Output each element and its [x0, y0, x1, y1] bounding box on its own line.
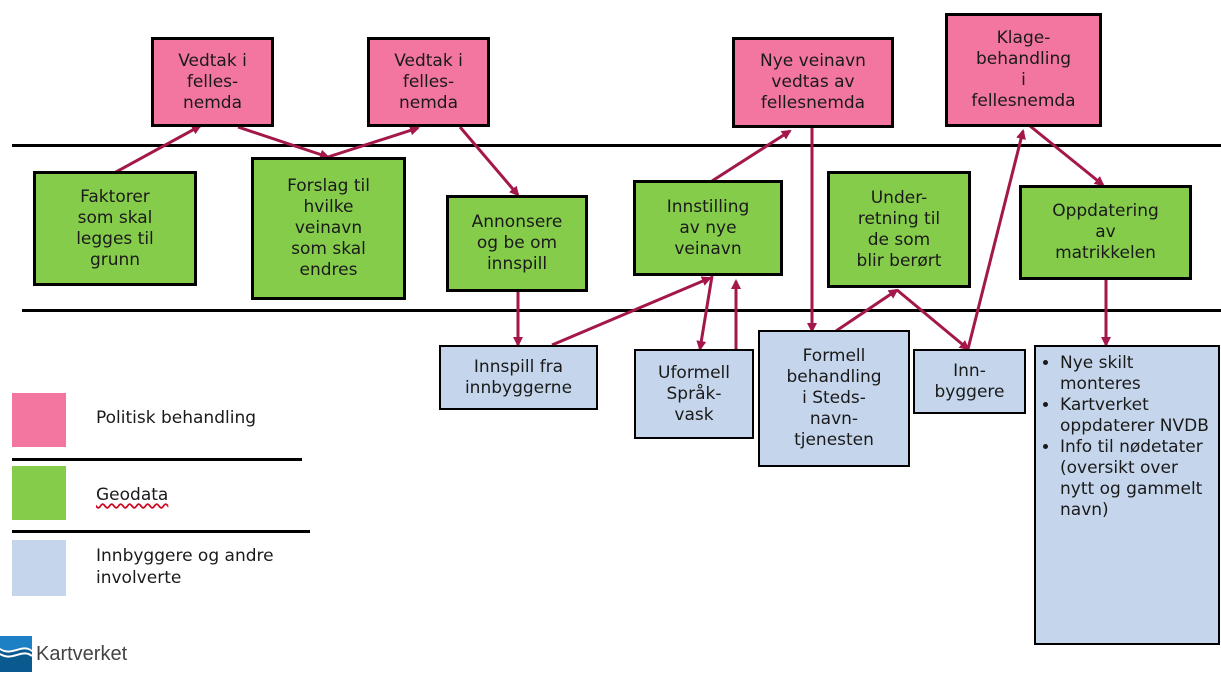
node-uformell-spraakvask: Uformell Språk- vask — [634, 349, 754, 439]
kartverket-logo-icon — [0, 636, 32, 672]
legend-separator-1 — [12, 458, 302, 461]
arrow-innstilling-nyeveinavn — [711, 129, 792, 183]
node-vedtak-1: Vedtak i felles- nemda — [151, 37, 274, 127]
legend-swatch-geodata — [12, 466, 66, 520]
arrow-vedtak1-forslag — [237, 125, 330, 160]
outcome-item: Nye skilt monteres — [1060, 353, 1210, 395]
arrow-vedtak2-annonsere — [458, 126, 520, 197]
node-innspill: Innspill fra innbyggerne — [439, 345, 598, 410]
node-forslag: Forslag til hvilke veinavn som skal endr… — [251, 157, 406, 300]
separator-top — [12, 144, 1221, 147]
legend-label-political: Politisk behandling — [96, 408, 257, 428]
outcome-item: Kartverket oppdaterer NVDB — [1060, 395, 1210, 437]
arrow-innspill-innstilling — [551, 276, 712, 347]
legend-separator-2 — [12, 530, 310, 533]
outcome-list: Nye skilt monteres Kartverket oppdaterer… — [1034, 345, 1220, 645]
node-innbyggere: Inn- byggere — [913, 349, 1026, 414]
kartverket-logo: Kartverket — [0, 636, 127, 672]
arrow-faktorer-vedtak1 — [115, 124, 202, 174]
outcome-item: Info til nødetater (oversikt over nytt o… — [1060, 437, 1210, 521]
arrow-forslag-vedtak2 — [327, 125, 420, 159]
arrow-innbyggere-klage — [966, 129, 1026, 350]
legend-label-citizens: Innbyggere og andre involverte — [96, 546, 274, 588]
node-klagebehandling: Klage- behandling i fellesnemda — [945, 13, 1102, 127]
arrow-innstilling-uformell — [696, 275, 714, 351]
node-faktorer: Faktorer som skal legges til grunn — [33, 171, 197, 286]
node-nye-veinavn-vedtas: Nye veinavn vedtas av fellesnemda — [732, 37, 894, 128]
node-oppdatering: Oppdatering av matrikkelen — [1019, 185, 1192, 280]
node-innstilling: Innstilling av nye veinavn — [633, 180, 783, 276]
node-vedtak-2: Vedtak i felles- nemda — [367, 37, 490, 127]
node-underretning: Under- retning til de som blir berørt — [827, 171, 971, 288]
arrow-klage-oppdatering — [1029, 124, 1105, 187]
node-annonsere: Annonsere og be om innspill — [446, 195, 588, 292]
legend-label-geodata: Geodata — [96, 485, 169, 505]
arrow-underretning-innbyggere — [896, 288, 970, 351]
node-formell-behandling: Formell behandling i Steds- navn- tjenes… — [758, 330, 910, 467]
separator-bottom — [22, 309, 1221, 312]
arrow-formell-underretning — [835, 288, 899, 333]
legend-swatch-citizens — [12, 540, 66, 596]
kartverket-logo-text: Kartverket — [36, 642, 128, 665]
legend-swatch-political — [12, 393, 66, 447]
